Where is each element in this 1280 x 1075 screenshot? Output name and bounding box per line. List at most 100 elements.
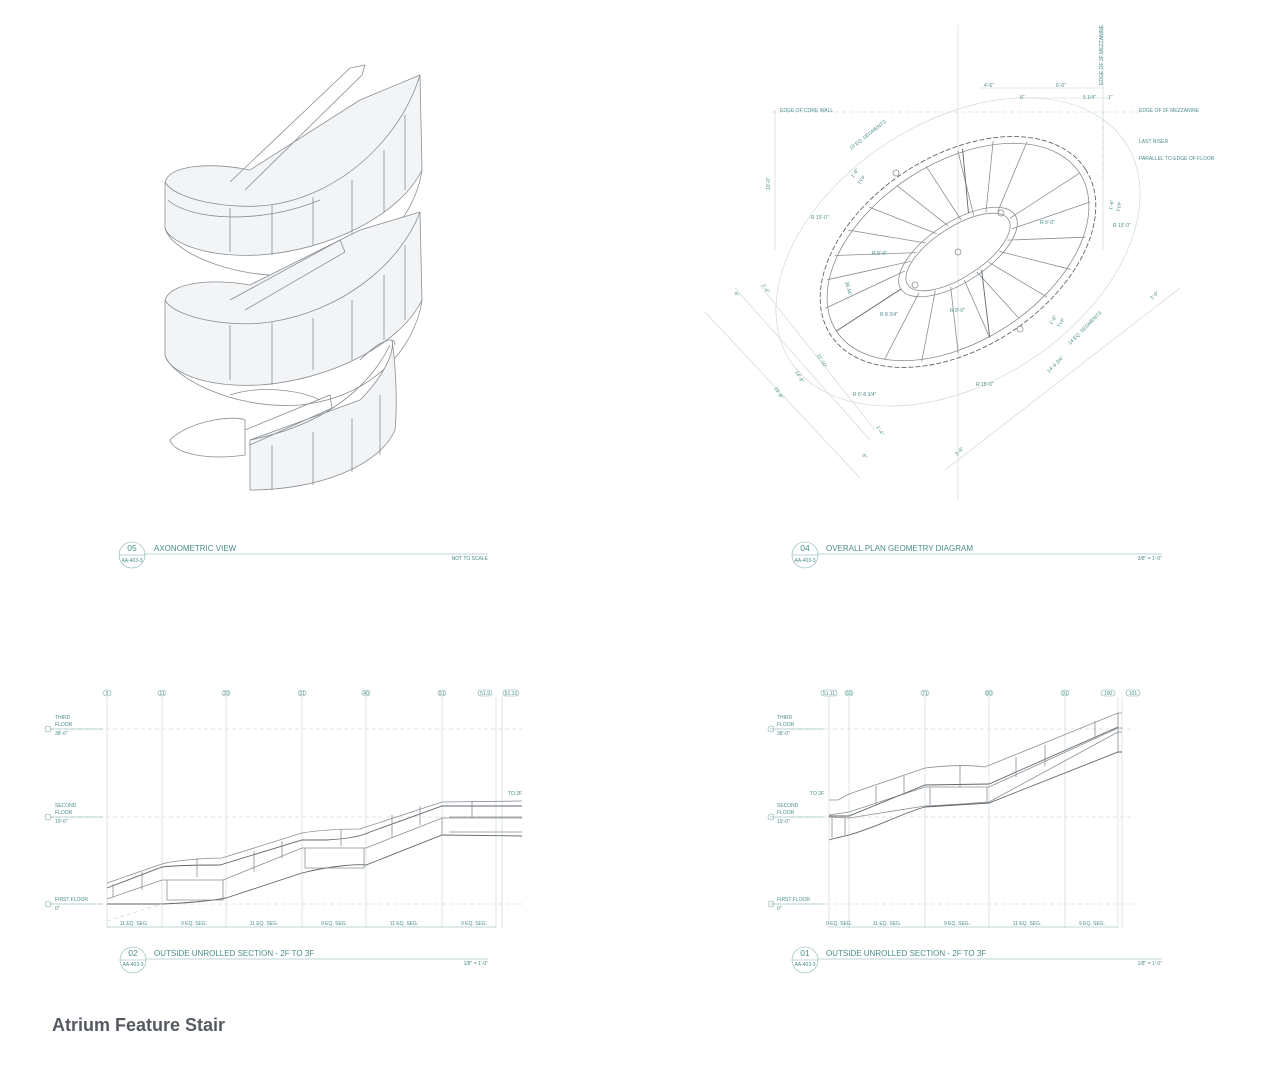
dimension: TYP (857, 174, 868, 186)
dimension: 1'-4" (874, 425, 884, 437)
to-2f-label: TO 2F (810, 791, 824, 797)
sheet-reference: AA-403-3 (122, 962, 143, 968)
dimension: 38.44° (843, 281, 853, 297)
axon-level-1 (169, 339, 397, 491)
level-name: THIRD (777, 715, 793, 721)
level-datum-icon (767, 900, 775, 908)
to-2f-label: TO 2F (508, 791, 522, 797)
dimension: 6" (860, 453, 868, 460)
view-scale: NOT TO SCALE (452, 556, 489, 562)
dimension: R 9'-0" (872, 251, 887, 257)
segment-label: 11 EQ. SEG. (390, 921, 419, 927)
gridline-label: 40 (363, 691, 369, 697)
view-title: OUTSIDE UNROLLED SECTION - 2F TO 3F (154, 949, 314, 958)
note-last-riser: LAST RISER (1139, 139, 1168, 145)
gridline-label: 3 (106, 691, 109, 697)
level-name: FLOOR (777, 722, 795, 728)
gridline-label: 101 (1129, 691, 1138, 697)
stair-profile (106, 800, 523, 922)
dimension: 6" (732, 291, 740, 298)
segment-label: 9 EQ. SEG. (944, 921, 970, 927)
note-edge-3f-mezzanine: EDGE OF 3F MEZZANINE (1139, 108, 1200, 114)
gridline-label: 11 (159, 691, 164, 697)
gridline-bubbles: 51.11 60 71 80 91 100 101 (820, 689, 1141, 697)
sheet-reference: AA-403-3 (121, 558, 142, 564)
segment-label: 9 EQ. SEG. (181, 921, 207, 927)
view-scale: 1/8" = 1'-0" (1138, 961, 1163, 967)
note-14-segments: 14 EQ. SEGMENTS (1067, 310, 1104, 347)
gridline-label: 51.9 (480, 691, 490, 697)
dimension: 1'-4" (760, 283, 770, 295)
gridline-label: 71 (922, 691, 928, 697)
dimension: R 6'-8 3/4" (853, 392, 877, 398)
level-elevation: 38'-0" (55, 731, 68, 737)
level-datum-icon (767, 813, 775, 821)
view-title: OVERALL PLAN GEOMETRY DIAGRAM (826, 544, 973, 553)
level-datum-icon (44, 813, 52, 821)
gridline-label: 100 (1104, 691, 1113, 697)
view-title: OUTSIDE UNROLLED SECTION - 2F TO 3F (826, 949, 986, 958)
level-name: FIRST FLOOR (777, 897, 810, 903)
level-datum-icon (44, 725, 52, 733)
segment-label: 11 EQ. SEG. (120, 921, 149, 927)
level-elevation: 19'-0" (777, 819, 790, 825)
sheet-title: Atrium Feature Stair (52, 1015, 226, 1035)
dimension: 1'-6" (1108, 199, 1116, 210)
note-edge-3f-mezzanine-vertical: EDGE OF 3F MEZZANINE (1099, 24, 1105, 85)
gridline-label: 51.11 (823, 691, 835, 697)
plan-dimensions: 4'-6" 6'-0" 6" 5 1/4" 1" 10'-0" 1'-6" TY… (732, 83, 1160, 460)
gridline-bubbles: 3 11 20 31 40 51 51.9 51.10 (102, 689, 520, 697)
view-number: 01 (800, 948, 810, 958)
view-number: 04 (800, 543, 810, 553)
note-10-segments: 10 EQ. SEGMENTS (849, 119, 889, 152)
dimension: R 15'-0" (811, 215, 829, 221)
view-title-section-02: 02 AA-403-3 OUTSIDE UNROLLED SECTION - 2… (119, 946, 489, 974)
level-name: FLOOR (55, 810, 73, 816)
axon-level-3 (164, 64, 423, 276)
gridline-label: 31 (299, 691, 305, 697)
gridline-label: 60 (846, 691, 852, 697)
level-lines (50, 728, 522, 905)
level-markers: THIRD FLOOR 38'-0" SECOND FLOOR 19'-0" F… (44, 715, 88, 912)
gridline-label: 20 (223, 691, 229, 697)
view-scale: 3/8" = 1'-0" (1138, 556, 1163, 562)
sheet-reference: AA-403-3 (794, 962, 815, 968)
segment-label: 11 EQ. SEG. (873, 921, 902, 927)
level-markers: THIRD FLOOR 38'-0" SECOND FLOOR 19'-0" F… (767, 715, 810, 912)
section-02-drawing: 3 11 20 31 40 51 51.9 51.10 THIRD FLOOR … (44, 689, 523, 928)
view-title-section-01: 01 AA-403-3 OUTSIDE UNROLLED SECTION - 2… (791, 946, 1163, 974)
level-name: FLOOR (55, 722, 73, 728)
dimension: 14'-4 3/4" (1046, 355, 1065, 374)
dimension: R 15'-0" (1113, 223, 1131, 229)
level-datum-icon (44, 900, 52, 908)
axonometric-drawing (164, 64, 423, 491)
gridline-label: 51 (439, 691, 445, 697)
segment-label: 9 EQ. SEG. (1079, 921, 1105, 927)
level-name: FIRST FLOOR (55, 897, 88, 903)
axon-level-2 (164, 211, 423, 406)
view-title-axonometric: 05 AA-403-3 AXONOMETRIC VIEW NOT TO SCAL… (118, 541, 489, 569)
dimension: 1" (1108, 95, 1113, 101)
view-number: 05 (127, 543, 137, 553)
gridline-label: 91 (1062, 691, 1068, 697)
dimension: 3'-6" (954, 446, 965, 457)
segment-label: 11 EQ. SEG. (250, 921, 279, 927)
plan-annotations: EDGE OF CORE WALL EDGE OF 3F MEZZANINE E… (732, 24, 1215, 460)
dimension: 14'-8" (793, 370, 805, 384)
view-scale: 1/8" = 1'-0" (464, 961, 489, 967)
dimension: 15'-8" (772, 386, 784, 400)
view-title: AXONOMETRIC VIEW (154, 544, 237, 553)
sheet-reference: AA-403-3 (794, 558, 815, 564)
dimension: 6'-0" (1056, 83, 1066, 89)
gridline-label: 51.10 (505, 691, 518, 697)
note-edge-core-wall: EDGE OF CORE WALL (780, 108, 833, 114)
dimension: R 15'-0" (976, 382, 994, 388)
level-datum-icon (767, 725, 775, 733)
segment-label: 9 EQ. SEG. (826, 921, 852, 927)
dimension: 1'-6" (1049, 314, 1059, 326)
dimension: 4'-6" (984, 83, 994, 89)
dimension: R 8 3/4" (880, 312, 898, 318)
level-name: FLOOR (777, 810, 795, 816)
dimension: R 9'-0" (950, 308, 965, 314)
